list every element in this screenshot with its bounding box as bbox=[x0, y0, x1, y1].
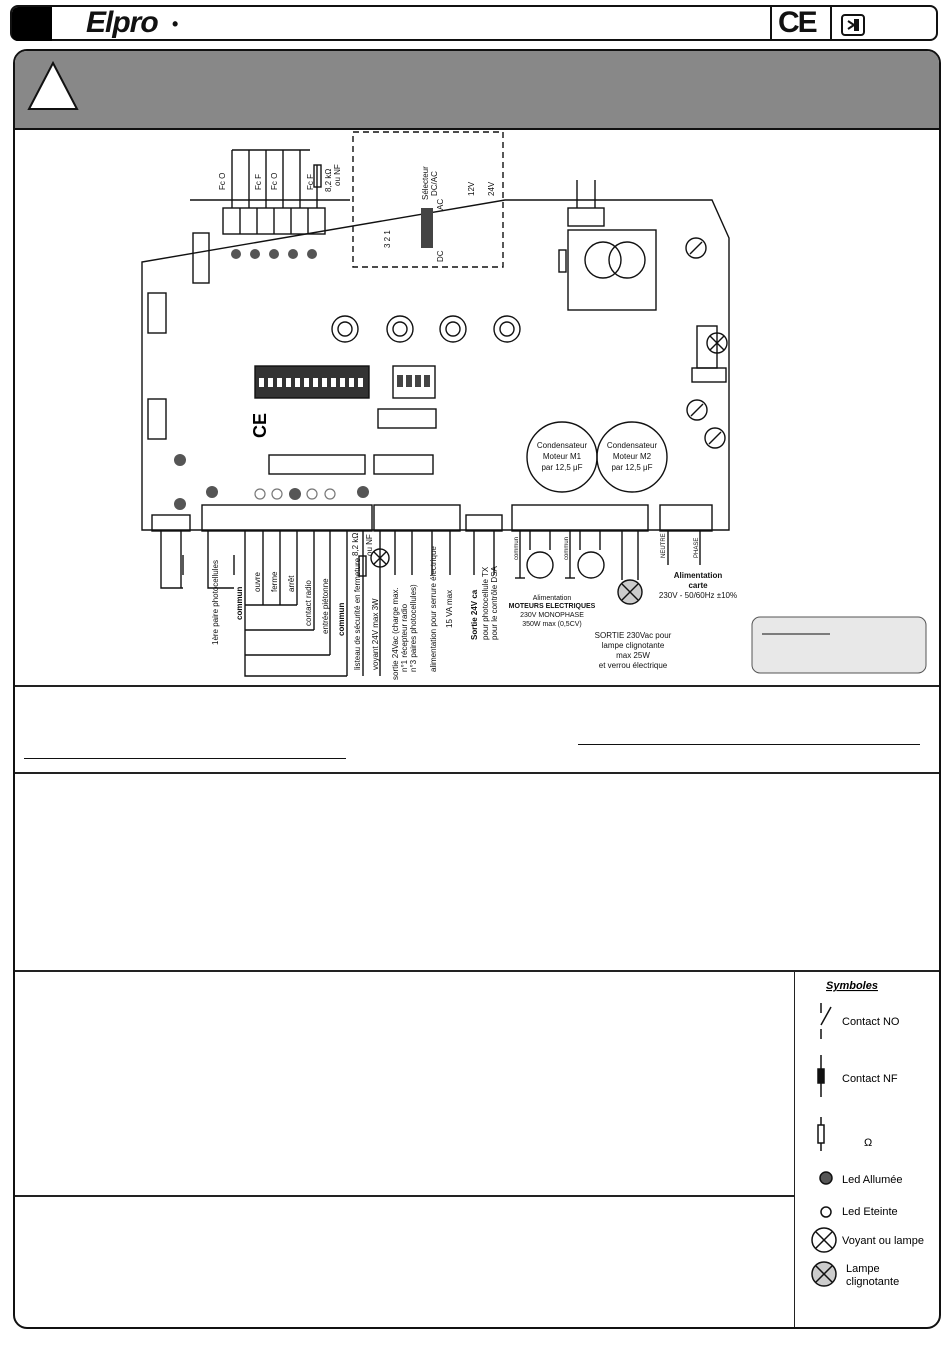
warning-banner bbox=[15, 51, 939, 130]
terminal-label-sortie24ca: Sortie 24V ca bbox=[470, 589, 479, 640]
transformer bbox=[567, 229, 657, 311]
terminal-label-ounf: ou NF bbox=[365, 534, 374, 556]
terminal-label-photocell-tx: pour photocellule TX bbox=[481, 566, 490, 640]
symbol-led-off-label: Led Eteinte bbox=[842, 1206, 898, 1218]
lamp-output-2: lampe clignotante bbox=[602, 641, 665, 650]
motor-supply-3: 230V MONOPHASE bbox=[520, 612, 584, 619]
header-bar bbox=[10, 5, 938, 41]
manual-icon bbox=[841, 14, 865, 36]
symbol-nf-label: Contact NF bbox=[842, 1073, 898, 1085]
symbols-title: Symboles bbox=[826, 980, 878, 992]
ce-mark: CE bbox=[778, 6, 818, 39]
symbol-no-label: Contact NO bbox=[842, 1016, 900, 1028]
jumper-numbers: 3 2 1 bbox=[383, 230, 392, 248]
neutre-label: NEUTRE bbox=[661, 533, 667, 558]
symbols-column-divider bbox=[794, 972, 795, 1327]
terminal-label-listeau: listeau de sécurité en fermeture bbox=[353, 557, 362, 670]
terminal-label-15va: 15 VA max bbox=[445, 590, 454, 628]
motor-supply-1: Alimentation bbox=[533, 595, 572, 602]
motor-commun-2: commun bbox=[564, 537, 570, 560]
warning-triangle-icon bbox=[27, 60, 79, 110]
main-frame bbox=[13, 49, 941, 1329]
switch-label-fco2: Fc O bbox=[270, 173, 279, 190]
board-outline bbox=[141, 199, 730, 531]
resistor-sub-label: ou NF bbox=[333, 164, 342, 186]
terminal-label-commun2: commun bbox=[337, 603, 346, 636]
symbol-blink-label-1: Lampe bbox=[846, 1263, 880, 1275]
header-divider bbox=[770, 7, 772, 41]
text-underline bbox=[578, 744, 920, 745]
cap2-line2: Moteur M2 bbox=[613, 452, 652, 461]
resistor-label: 8,2 kΩ bbox=[324, 169, 333, 192]
board-ce-mark: CE bbox=[250, 413, 270, 438]
selector-dc: DC bbox=[436, 250, 445, 262]
selector-sub: DC/AC bbox=[430, 171, 439, 196]
selector-title: Sélecteur bbox=[421, 166, 430, 200]
terminal-label-photocells: 1ère paire photocellules bbox=[211, 560, 220, 645]
transformer-coil bbox=[608, 241, 646, 279]
fuse bbox=[558, 249, 567, 273]
transformer-coil bbox=[584, 241, 622, 279]
cap2-line1: Condensateur bbox=[607, 441, 658, 450]
terminal-label-arret: arrêt bbox=[287, 575, 296, 592]
terminal-label-sortie24: sortie 24Vac (charge max. bbox=[391, 587, 400, 680]
selector-box bbox=[352, 131, 504, 268]
lamp-output-3: max 25W bbox=[616, 651, 650, 660]
section-divider bbox=[15, 772, 939, 774]
wiring-diagram: Fc O Fc F Fc O Fc F 8,2 kΩ ou NF Sélecte… bbox=[141, 131, 927, 680]
motor-commun-1: commun bbox=[514, 537, 520, 560]
symbol-lamp-label: Voyant ou lampe bbox=[842, 1235, 924, 1247]
terminal-label-resistor: 8,2 kΩ bbox=[351, 533, 360, 556]
volt-24: 24V bbox=[487, 181, 496, 196]
brand-dot: • bbox=[172, 14, 179, 34]
phase-label: PHASE bbox=[694, 538, 700, 558]
board-supply-3: 230V - 50/60Hz ±10% bbox=[659, 591, 737, 600]
section-divider bbox=[15, 1195, 795, 1197]
lamp-output-4: et verrou électrique bbox=[599, 661, 668, 670]
switch-label-fcf1: Fc F bbox=[254, 174, 263, 190]
terminal-label-ouvre: ouvre bbox=[253, 571, 262, 592]
symbols-legend: Symboles Contact NO Contact NF Ω Led All… bbox=[811, 980, 924, 1288]
cap1-line3: par 12,5 μF bbox=[541, 463, 582, 472]
text-underline bbox=[24, 758, 346, 759]
symbol-led-on-label: Led Allumée bbox=[842, 1174, 903, 1186]
motor-supply-4: 350W max (0,5CV) bbox=[522, 621, 582, 628]
selector-ac: AC bbox=[436, 199, 445, 210]
lamp-output-1: SORTIE 230Vac pour bbox=[595, 631, 672, 640]
potentiometers bbox=[331, 315, 521, 343]
terminal-label-dsa: pour le contrôle DSA bbox=[490, 566, 499, 640]
volt-12: 12V bbox=[467, 181, 476, 196]
board-supply-1: Alimentation bbox=[674, 571, 723, 580]
cap1-line2: Moteur M1 bbox=[543, 452, 582, 461]
capacitor-m2 bbox=[596, 421, 668, 493]
terminal-label-paires: n°3 paires photocellules) bbox=[409, 584, 418, 672]
symbol-blink-label-2: clignotante bbox=[846, 1276, 899, 1288]
section-divider bbox=[15, 970, 939, 972]
cap1-line1: Condensateur bbox=[537, 441, 588, 450]
terminal-label-ferme: ferme bbox=[270, 571, 279, 592]
terminal-label-serrure: alimentation pour serrure électrique bbox=[429, 546, 438, 672]
header-divider bbox=[830, 7, 832, 41]
board-supply-2: carte bbox=[688, 581, 708, 590]
section-divider bbox=[15, 685, 939, 687]
terminal-label-radio: contact radio bbox=[304, 580, 313, 626]
terminal-label-recepteur: n°1 récepteur radio bbox=[400, 603, 409, 672]
terminal-label-commun1: commun bbox=[235, 587, 244, 620]
motor-supply-2: MOTEURS ELECTRIQUES bbox=[509, 603, 596, 610]
header-black-tab bbox=[12, 7, 52, 41]
note-box bbox=[751, 616, 927, 674]
brand-logo: Elpro bbox=[86, 6, 159, 39]
switch-label-fcf2: Fc F bbox=[306, 174, 315, 190]
symbol-ohm-label: Ω bbox=[864, 1137, 872, 1149]
cap2-line3: par 12,5 μF bbox=[611, 463, 652, 472]
terminal-label-pietonne: entrée piétonne bbox=[321, 578, 330, 634]
terminal-label-voyant: voyant 24V max 3W bbox=[371, 598, 380, 670]
switch-label-fco1: Fc O bbox=[218, 173, 227, 190]
